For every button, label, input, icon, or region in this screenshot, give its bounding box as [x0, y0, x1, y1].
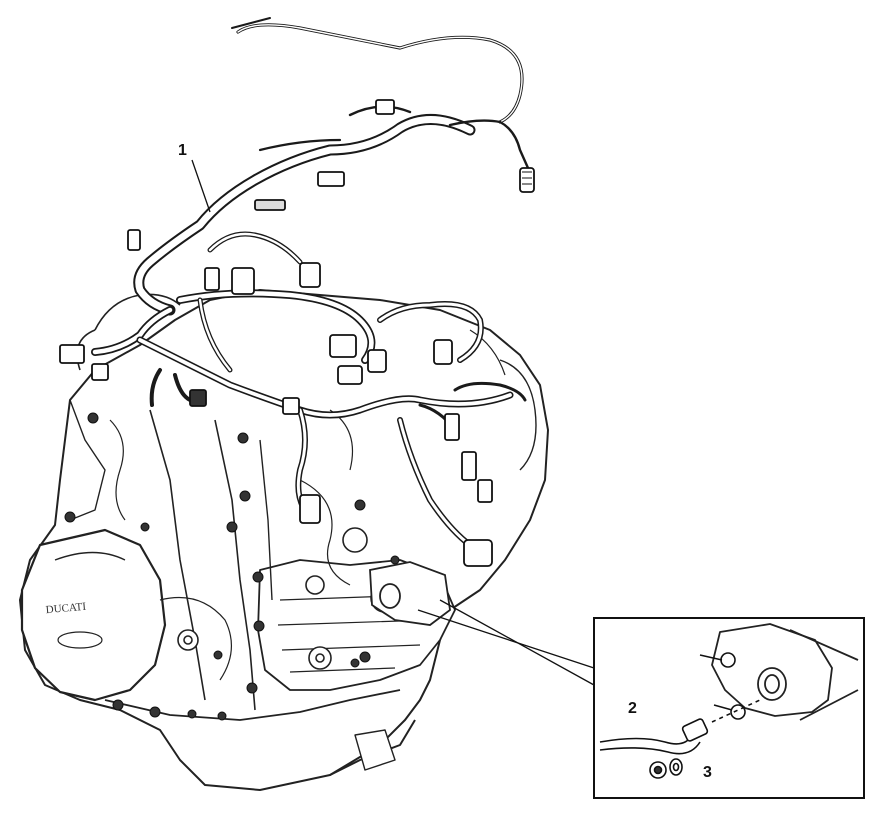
- callout-3: 3: [703, 764, 712, 781]
- harness-connectors: [59, 99, 535, 567]
- cover-engraving: DUCATI: [45, 601, 87, 616]
- engine-block: [19, 289, 549, 791]
- callout-2: 2: [628, 700, 637, 717]
- leader-line-detail-b: [439, 599, 595, 686]
- leader-lines: [191, 159, 701, 773]
- leader-line-detail-a: [417, 609, 595, 669]
- leader-line-1: [191, 159, 211, 213]
- engine-bolts: [64, 412, 400, 721]
- callout-1: 1: [178, 142, 187, 159]
- detail-inset: [593, 617, 865, 799]
